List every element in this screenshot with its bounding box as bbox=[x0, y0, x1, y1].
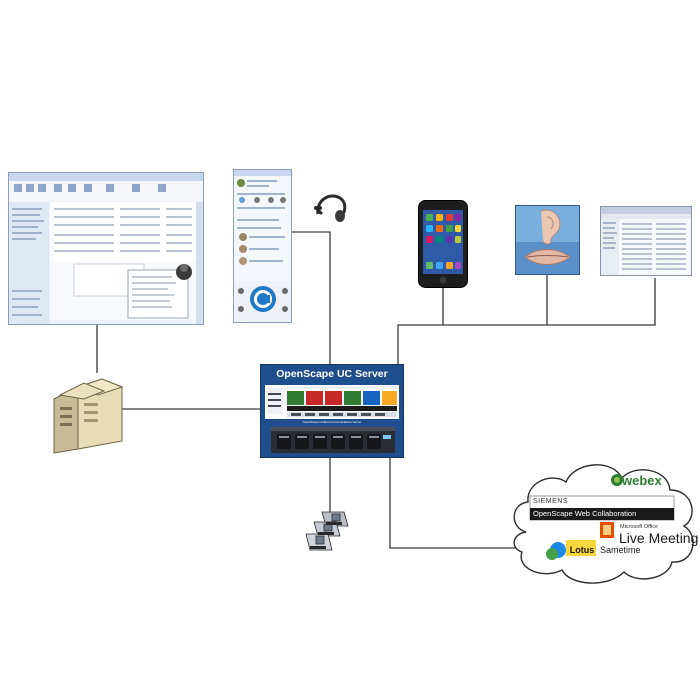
webex-logo: webex bbox=[622, 473, 662, 488]
app-tile-1 bbox=[287, 391, 304, 405]
lotus-label: Lotus bbox=[569, 545, 595, 555]
headset-icon bbox=[314, 194, 347, 222]
uc-server-title: OpenScape UC Server bbox=[276, 368, 388, 380]
outlook-window-icon bbox=[8, 172, 204, 325]
live-meeting-label: Live Meeting bbox=[619, 530, 699, 546]
sametime-label: Sametime bbox=[600, 545, 641, 555]
ear-mouth-icon bbox=[515, 205, 580, 275]
uc-server-subtitle: OpenScape Unified Communications Server bbox=[302, 420, 362, 424]
microsoft-office-label: Microsoft Office bbox=[620, 524, 659, 530]
app-tile-2 bbox=[306, 391, 323, 405]
web-collaboration-label: OpenScape Web Collaboration bbox=[533, 509, 637, 518]
server-tower-icon bbox=[53, 378, 124, 454]
rack-server-icon bbox=[271, 427, 395, 453]
line-server-to-cloud bbox=[389, 458, 520, 549]
collaboration-cloud bbox=[513, 464, 694, 584]
smartphone-icon bbox=[418, 200, 468, 288]
app-tile-6 bbox=[382, 391, 397, 405]
desk-phones-icon bbox=[305, 511, 349, 551]
app-tile-4 bbox=[344, 391, 361, 405]
app-tile-3 bbox=[325, 391, 342, 405]
uc-server-panel: OpenScape UC Server bbox=[260, 364, 404, 458]
app-tile-5 bbox=[363, 391, 380, 405]
communicator-client-icon bbox=[233, 169, 292, 323]
uc-server-app-area bbox=[265, 385, 399, 419]
siemens-label: SIEMENS bbox=[533, 498, 569, 505]
application-tiles bbox=[267, 386, 397, 417]
line-devices-bus bbox=[397, 278, 656, 364]
web-client-icon bbox=[600, 206, 692, 276]
